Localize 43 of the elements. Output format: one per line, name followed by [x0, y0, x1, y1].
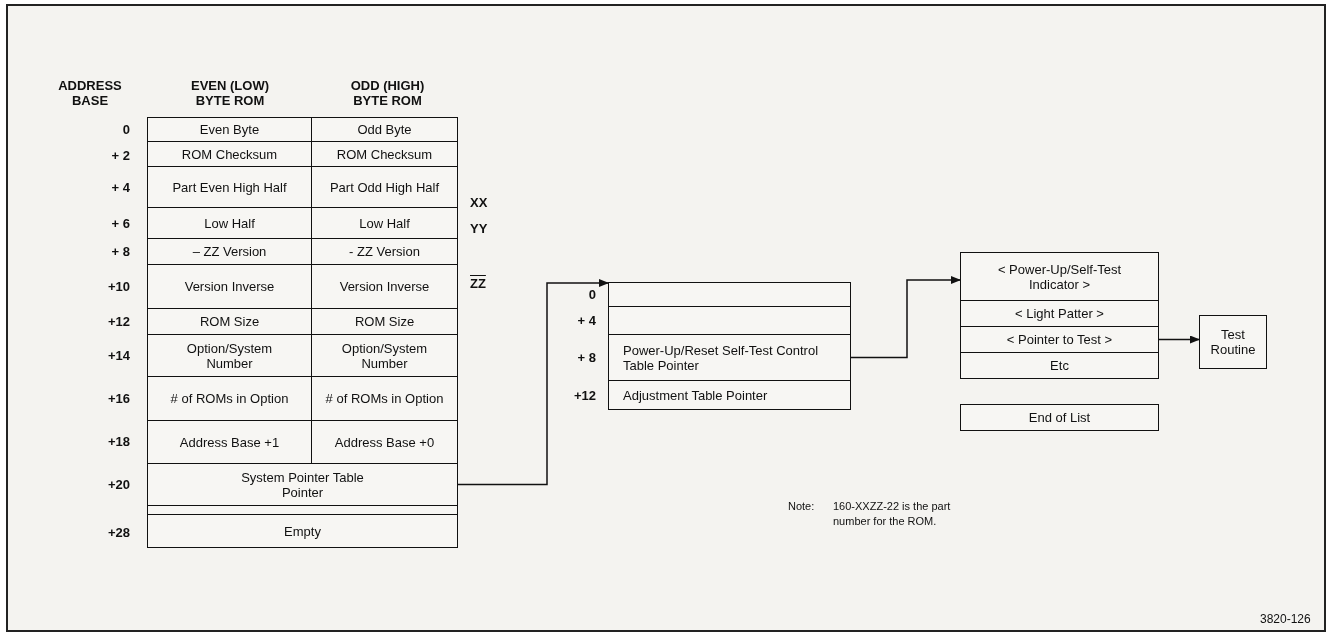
- table-cell: Empty: [147, 514, 458, 548]
- column-heading: EVEN (LOW) BYTE ROM: [190, 78, 270, 108]
- address-offset: +18: [106, 434, 130, 449]
- table-cell: < Pointer to Test >: [960, 326, 1159, 353]
- table-cell: Etc: [960, 352, 1159, 379]
- address-offset: 0: [121, 122, 130, 137]
- address-offset: + 4: [576, 313, 596, 328]
- table-cell: Odd Byte: [311, 117, 458, 142]
- address-offset: + 8: [576, 350, 596, 365]
- arrow: [457, 279, 609, 486]
- address-offset: +12: [106, 314, 130, 329]
- column-heading: ODD (HIGH) BYTE ROM: [349, 78, 426, 108]
- address-offset: + 8: [110, 244, 130, 259]
- table-cell: System Pointer Table Pointer: [147, 463, 458, 506]
- empty-cell: [147, 505, 458, 515]
- address-offset: +12: [572, 388, 596, 403]
- table-cell: End of List: [960, 404, 1159, 431]
- byte-label: XX: [470, 195, 489, 210]
- address-offset: +20: [106, 477, 130, 492]
- byte-label: ZZ: [470, 276, 487, 291]
- address-offset: +28: [106, 525, 130, 540]
- empty-cell: [608, 306, 851, 335]
- address-offset: + 2: [110, 148, 130, 163]
- table-cell: Adjustment Table Pointer: [608, 380, 851, 410]
- table-cell: Power-Up/Reset Self-Test Control Table Pointer: [608, 334, 851, 381]
- column-heading: ADDRESS BASE: [57, 78, 123, 108]
- arrow: [1158, 335, 1200, 344]
- address-offset: +10: [106, 279, 130, 294]
- table-cell: < Power-Up/Self-Test Indicator >: [960, 252, 1159, 301]
- empty-cell: [608, 282, 851, 307]
- note-text: 160-XXZZ-22 is the part number for the ROM.: [833, 499, 952, 529]
- note-label: Note:: [788, 499, 816, 514]
- byte-label: YY: [470, 221, 489, 236]
- figure-number: 3820-126: [1260, 612, 1312, 627]
- routine-box: Test Routine: [1199, 315, 1267, 369]
- address-offset: +14: [106, 348, 130, 363]
- address-offset: 0: [587, 287, 596, 302]
- address-offset: + 6: [110, 216, 130, 231]
- address-offset: + 4: [110, 180, 130, 195]
- address-offset: +16: [106, 391, 130, 406]
- table-cell: < Light Patter >: [960, 300, 1159, 327]
- table-cell: Even Byte: [147, 117, 312, 142]
- arrow: [850, 276, 961, 359]
